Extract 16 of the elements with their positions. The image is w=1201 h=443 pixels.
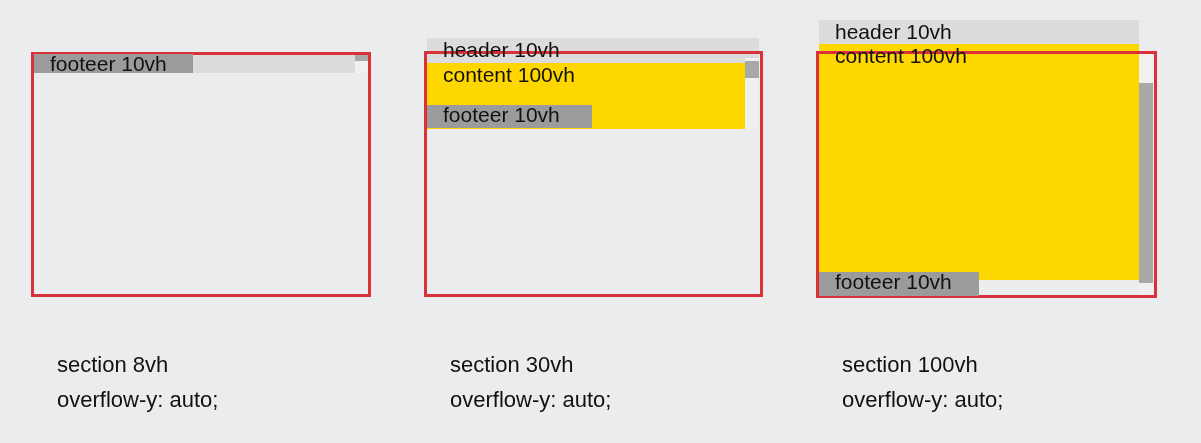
footer-bar <box>819 272 979 296</box>
bar-label: footeer 10vh <box>443 104 560 126</box>
section-caption: section 8vh <box>57 352 169 378</box>
section-caption: overflow-y: auto; <box>57 387 219 413</box>
footer-bar <box>34 54 193 73</box>
section-caption: overflow-y: auto; <box>450 387 612 413</box>
bar-label: footeer 10vh <box>835 271 952 293</box>
header-bar <box>819 20 1139 45</box>
bar-label: header 10vh <box>835 21 952 43</box>
bar-label: footeer 10vh <box>50 53 167 75</box>
section-caption: overflow-y: auto; <box>842 387 1004 413</box>
bar-label: content 100vh <box>443 64 575 86</box>
section-caption: section 30vh <box>450 352 574 378</box>
content-block <box>427 63 745 129</box>
section-caption: section 100vh <box>842 352 978 378</box>
footer-bar <box>427 105 592 128</box>
